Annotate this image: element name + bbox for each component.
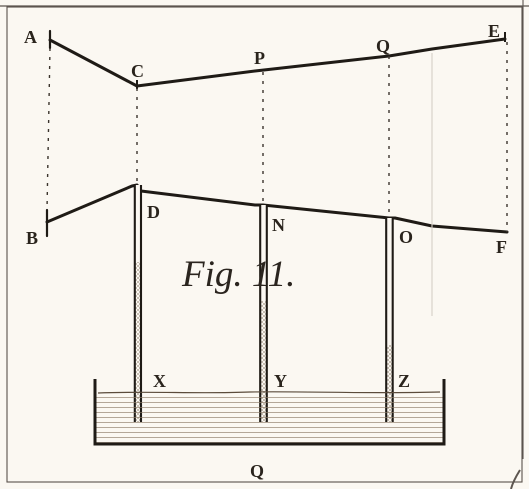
water-vessel <box>93 379 446 446</box>
label-c: C <box>131 61 144 81</box>
label-q-bottom: Q <box>250 461 264 481</box>
label-x: X <box>153 371 166 391</box>
label-d: D <box>147 202 160 222</box>
label-q-top: Q <box>376 36 390 56</box>
label-y: Y <box>274 371 287 391</box>
upper-line <box>48 37 507 88</box>
label-b: B <box>26 228 38 248</box>
label-p: P <box>254 48 265 68</box>
tube-y <box>259 205 268 422</box>
guide-ab <box>46 47 51 211</box>
label-n: N <box>272 215 285 235</box>
frame-border <box>6 6 523 483</box>
tube-x <box>133 185 143 422</box>
figure-title: Fig. 11. <box>181 254 295 295</box>
tube-z <box>385 218 394 422</box>
curl-edge <box>510 469 521 489</box>
label-a: A <box>24 27 37 47</box>
label-f: F <box>496 237 507 257</box>
label-o: O <box>399 227 413 247</box>
label-e: E <box>488 21 500 41</box>
label-z: Z <box>398 371 410 391</box>
